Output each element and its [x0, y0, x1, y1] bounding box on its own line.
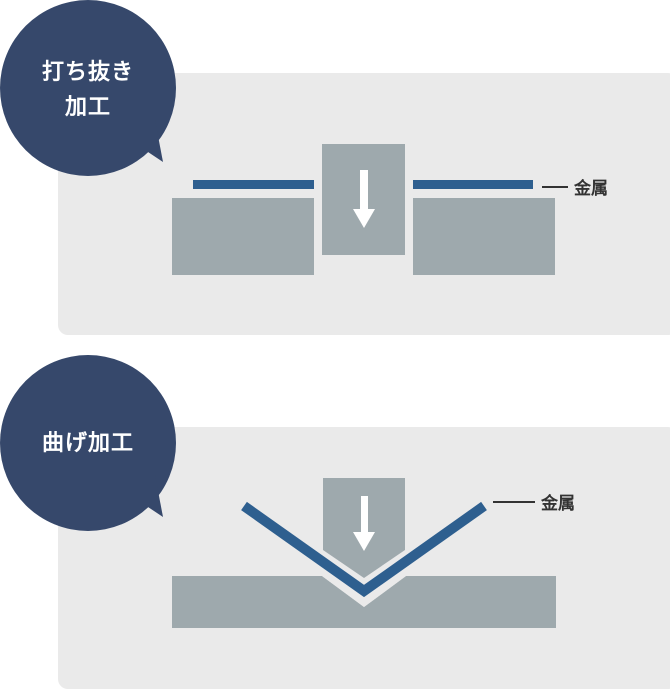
bending-section: 曲げ加工 金属: [0, 355, 670, 689]
metal-label: 金属: [542, 174, 608, 199]
die-right: [413, 198, 555, 275]
die-notch-gap: [322, 576, 406, 607]
bending-diagram: [172, 478, 556, 628]
punching-diagram: [172, 144, 555, 275]
arrow-down-icon: [353, 496, 375, 551]
metal-sheet-right: [413, 180, 533, 189]
bubble-title-line1: 打ち抜き: [41, 60, 134, 85]
bending-bubble: 曲げ加工: [0, 355, 176, 531]
metal-label: 金属: [493, 489, 575, 514]
punching-section: 打ち抜き 加工 金属: [0, 0, 670, 340]
metal-label-text: 金属: [541, 494, 575, 514]
punching-bubble: 打ち抜き 加工: [0, 0, 176, 176]
bent-metal-sheet: [241, 501, 487, 598]
metal-sheet-left: [193, 180, 314, 189]
metal-label-text: 金属: [574, 179, 608, 199]
bubble-title: 曲げ加工: [41, 431, 134, 456]
leader-line: [542, 185, 568, 188]
die-left: [172, 198, 314, 275]
die: [172, 576, 556, 628]
leader-line: [493, 500, 535, 503]
bubble-title-line2: 加工: [64, 95, 111, 120]
arrow-down-icon: [353, 170, 375, 228]
